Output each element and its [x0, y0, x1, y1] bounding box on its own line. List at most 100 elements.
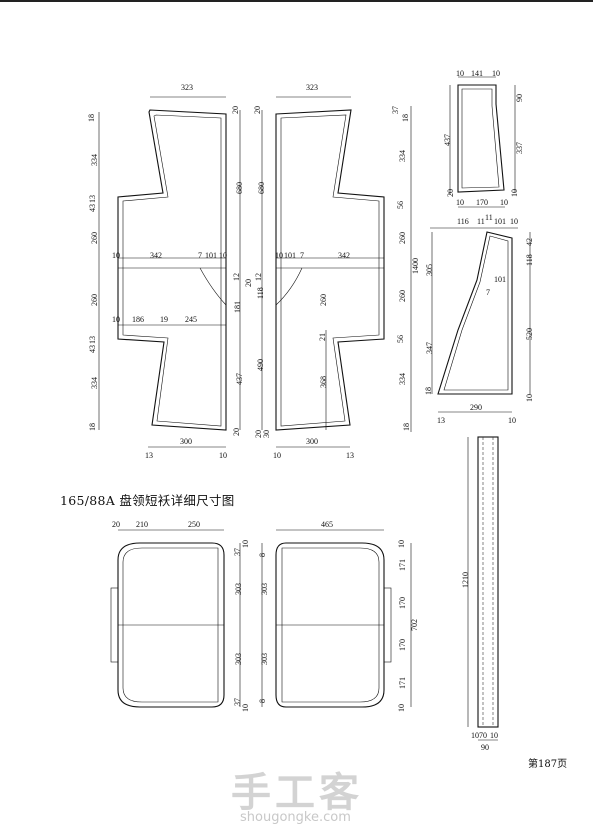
dim-label: 334 — [90, 154, 99, 166]
dim-label: 186 — [132, 315, 144, 324]
dim-label: 260 — [319, 294, 328, 306]
right-body-piece — [261, 96, 412, 448]
dim-label: 10 — [241, 704, 250, 712]
dim-label: 181 — [233, 301, 242, 313]
dim-label: 13 — [88, 336, 97, 344]
dim-label: 303 — [260, 583, 269, 595]
dim-label: 10 — [273, 451, 281, 460]
dim-label: 43 — [88, 204, 97, 212]
dim-label: 334 — [398, 373, 407, 385]
dim-label: 334 — [398, 150, 407, 162]
dim-label: 10 — [490, 731, 498, 740]
dim-label: 56 — [396, 201, 405, 209]
dim-label: 323 — [181, 83, 193, 92]
dim-label: 300 — [180, 437, 192, 446]
dim-label: 347 — [425, 342, 434, 354]
dim-label: 30 — [262, 430, 271, 438]
dim-label: 20 — [112, 520, 120, 529]
dim-label: 56 — [396, 335, 405, 343]
dim-label: 18 — [87, 114, 96, 122]
lining-right-piece — [261, 529, 412, 708]
dim-label: 260 — [90, 294, 99, 306]
dim-label: 170 — [398, 639, 407, 651]
dim-label: 11 — [477, 217, 485, 226]
page-number: 第187页 — [528, 759, 568, 770]
dim-label: 490 — [256, 359, 265, 371]
dim-label: 19 — [160, 315, 168, 324]
dim-label: 260 — [398, 232, 407, 244]
dim-label: 20 — [244, 279, 253, 287]
dim-label: 290 — [470, 403, 482, 412]
dim-label: 305 — [425, 264, 434, 276]
top-rule — [0, 0, 593, 2]
lining-left-piece — [110, 529, 241, 708]
dim-label: 20 — [254, 430, 263, 438]
dim-label: 12 — [254, 273, 263, 281]
dim-label: 342 — [150, 251, 162, 260]
dim-label: 12 — [232, 273, 241, 281]
dim-label: 10 — [508, 416, 516, 425]
dim-label: 437 — [443, 134, 452, 146]
dim-label: 337 — [515, 142, 524, 154]
dim-label: 37 — [233, 548, 242, 556]
dim-label: 101 — [284, 251, 296, 260]
dim-label: 13 — [88, 195, 97, 203]
dim-label: 10 — [112, 315, 120, 324]
front-panel-piece — [430, 227, 531, 413]
dim-label: 10 — [471, 731, 479, 740]
dim-label: 20 — [232, 428, 241, 436]
dim-label: 10 — [525, 394, 534, 402]
dim-label: 90 — [481, 743, 489, 752]
dim-label: 437 — [235, 373, 244, 385]
dim-label: 10 — [500, 198, 508, 207]
dim-label: 20 — [231, 106, 240, 114]
dim-label: 7 — [486, 288, 490, 297]
dim-label: 680 — [257, 182, 266, 194]
watermark-url: shougongke.com — [240, 810, 351, 825]
dim-label: 10 — [456, 198, 464, 207]
dim-label: 70 — [479, 731, 487, 740]
dim-label: 13 — [437, 416, 445, 425]
dim-label: 702 — [410, 619, 419, 631]
dim-label: 11 — [485, 213, 493, 222]
dim-label: 334 — [90, 377, 99, 389]
collar-strip-piece — [467, 436, 499, 741]
dim-label: 10 — [456, 69, 464, 78]
dim-label: 37 — [233, 698, 242, 706]
left-body-piece — [98, 96, 241, 448]
dim-label: 10 — [397, 540, 406, 548]
dim-label: 323 — [306, 83, 318, 92]
dim-label: 18 — [88, 423, 97, 431]
dim-label: 171 — [398, 677, 407, 689]
dim-label: 342 — [338, 251, 350, 260]
dim-label: 300 — [306, 437, 318, 446]
dim-label: 116 — [457, 217, 469, 226]
dim-label: 10 — [492, 69, 500, 78]
dim-label: 368 — [319, 376, 328, 388]
dim-label: 101 — [205, 251, 217, 260]
dim-label: 118 — [256, 287, 265, 299]
diagram-caption: 165/88A 盘领短袄详细尺寸图 — [60, 493, 235, 508]
sleeve-piece-upper — [449, 76, 516, 208]
dim-label: 43 — [88, 345, 97, 353]
dim-label: 303 — [234, 583, 243, 595]
dim-label: 10 — [219, 451, 227, 460]
dim-label: 520 — [525, 328, 534, 340]
dim-label: 170 — [476, 198, 488, 207]
dim-label: 8 — [258, 699, 267, 703]
dim-label: 303 — [234, 653, 243, 665]
dim-label: 141 — [471, 69, 483, 78]
dim-label: 1210 — [461, 572, 470, 588]
watermark-logo: 手工客 — [231, 770, 363, 816]
dim-label: 171 — [398, 559, 407, 571]
dim-label: 42 — [525, 238, 534, 246]
dim-label: 10 — [241, 540, 250, 548]
dim-label: 18 — [402, 423, 411, 431]
dim-label: 7 — [198, 251, 202, 260]
dim-label: 10 — [112, 251, 120, 260]
dim-label: 21 — [318, 333, 327, 341]
dim-label: 7 — [300, 251, 304, 260]
dim-label: 10 — [510, 217, 518, 226]
dim-label: 10 — [397, 704, 406, 712]
dim-label: 1400 — [411, 258, 420, 274]
